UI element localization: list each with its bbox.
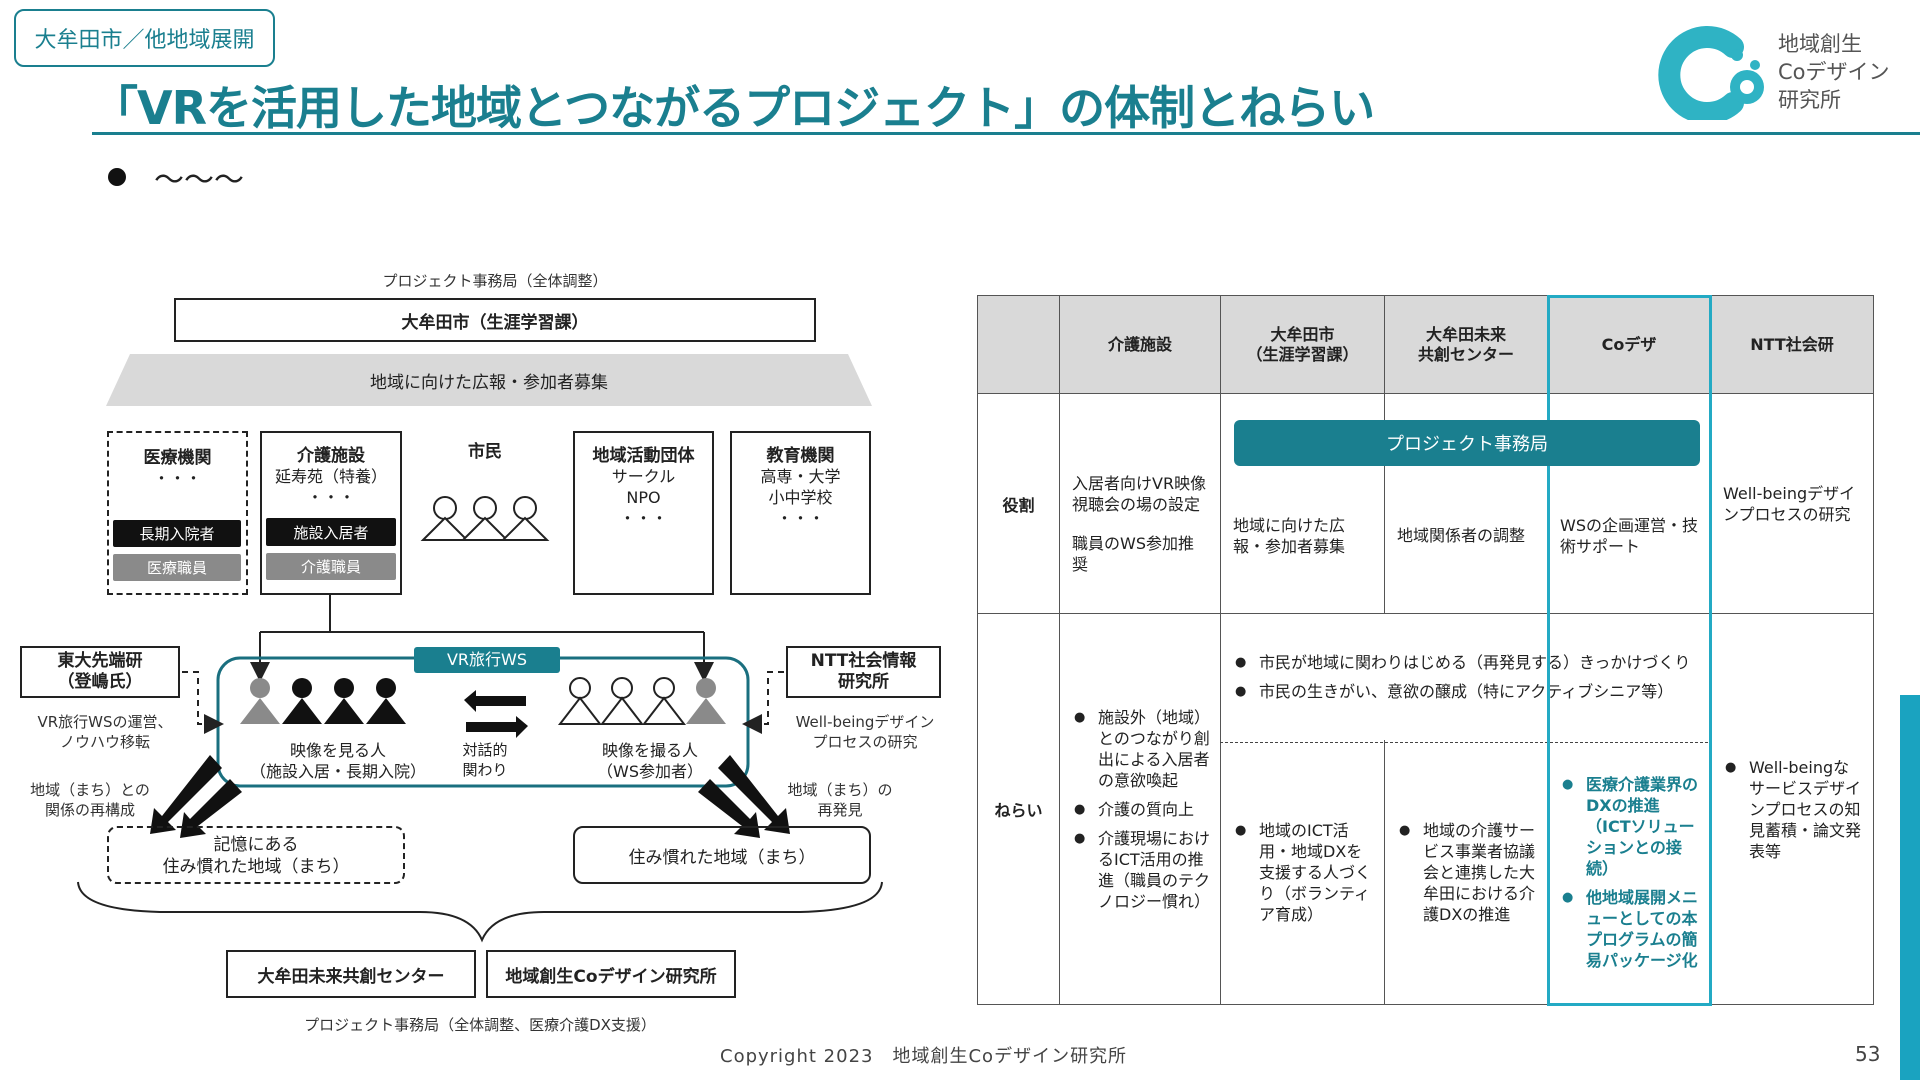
dialogue-label: 対話的 関わり bbox=[462, 741, 508, 779]
city-office-box: 大牟田市（生涯学習課） bbox=[174, 298, 816, 342]
table-row-aim: 地域のICT活用・地域DXを支援する人づくり（ボランティア育成） 地域の介護サー… bbox=[978, 740, 1874, 1006]
header-codesign: Coデザ bbox=[1547, 294, 1711, 395]
page-number: 53 bbox=[1855, 1042, 1881, 1066]
aim-kaigo-item: 施設外（地域）とのつながり創出による入居者の意欲喚起 bbox=[1074, 707, 1210, 791]
aim-center-item: 地域の介護サービス事業者協議会と連携した大牟田における介護DXの推進 bbox=[1399, 820, 1537, 925]
aim-kaigo-item: 介護の質向上 bbox=[1074, 799, 1210, 820]
org-citizens-title: 市民 bbox=[468, 442, 502, 462]
bullet-text: ～～～ bbox=[154, 163, 244, 198]
edge-accent-bar bbox=[1900, 695, 1920, 1080]
role-ntt: Well-beingデザインプロセスの研究 bbox=[1710, 393, 1874, 615]
copyright: Copyright 2023 地域創生Coデザイン研究所 bbox=[720, 1046, 1128, 1067]
aim-ntt-item: Well-beingなサービスデザインプロセスの知見蓄積・論文発表等 bbox=[1725, 757, 1863, 862]
banner-trapezoid bbox=[106, 354, 872, 406]
shooters-label: 映像を撮る人 （WS参加者） bbox=[597, 741, 703, 781]
aim-ntt: Well-beingなサービスデザインプロセスの知見蓄積・論文発表等 bbox=[1710, 613, 1874, 1005]
codesign-lab-box: 地域創生Coデザイン研究所 bbox=[486, 950, 736, 998]
relation-reconstruct-label: 地域（まち）との 関係の再構成 bbox=[30, 781, 150, 819]
header-center: 大牟田未来共創センター bbox=[1384, 294, 1548, 395]
pill-care-staff: 介護職員 bbox=[266, 553, 396, 580]
row-head-role: 役割 bbox=[977, 393, 1060, 615]
partner-utokyo-desc: VR旅行WSの運営、 ノウハウ移転 bbox=[37, 713, 173, 751]
header-kaigo: 介護施設 bbox=[1059, 294, 1221, 395]
aim-shared-item: 市民が地域に関わりはじめる（再発見する）きっかけづくり bbox=[1235, 652, 1700, 673]
aim-codesign: 医療介護業界のDXの推進（ICTソリューションとの接続） 他地域展開メニューとし… bbox=[1547, 740, 1711, 1006]
aim-city-item: 地域のICT活用・地域DXを支援する人づくり（ボランティア育成） bbox=[1235, 820, 1374, 925]
aim-divider bbox=[1220, 742, 1708, 743]
row-head-aim: ねらい bbox=[977, 613, 1060, 1005]
section-tag: 大牟田市／他地域展開 bbox=[14, 9, 275, 67]
partner-ntt-desc: Well-beingデザイン プロセスの研究 bbox=[795, 713, 935, 751]
banner-text: 地域に向けた広報・参加者募集 bbox=[370, 373, 608, 393]
rediscover-label: 地域（まち）の 再発見 bbox=[787, 781, 893, 819]
pill-medical-staff: 医療職員 bbox=[113, 554, 241, 581]
logo-text: 地域創生 Coデザイン 研究所 bbox=[1778, 32, 1890, 112]
pill-residents: 施設入居者 bbox=[266, 518, 396, 546]
header-empty bbox=[977, 294, 1060, 395]
table-row-role: 役割 入居者向けVR映像視聴会の場の設定 職員のWS参加推奨 地域に向けた広報・… bbox=[977, 393, 1874, 615]
codesign-logo-icon bbox=[1658, 26, 1764, 120]
familiar-area-box: 住み慣れた地域（まち） bbox=[573, 826, 871, 884]
table-header-row: 介護施設 大牟田市（生涯学習課） 大牟田未来共創センター Coデザ NTT社会研 bbox=[977, 294, 1874, 395]
aim-city: 地域のICT活用・地域DXを支援する人づくり（ボランティア育成） bbox=[1220, 740, 1385, 1006]
pill-long-term-patients: 長期入院者 bbox=[113, 520, 241, 547]
partner-ntt-box: NTT社会情報 研究所 bbox=[786, 646, 941, 698]
aim-codesign-item: 他地域展開メニューとしての本プログラムの簡易パッケージ化 bbox=[1562, 887, 1700, 971]
diagram-connectors bbox=[77, 595, 883, 943]
header-ntt: NTT社会研 bbox=[1710, 294, 1874, 395]
org-community: 地域活動団体 サークル NPO ・・・ bbox=[573, 431, 714, 595]
bullet-dot-icon bbox=[108, 168, 126, 186]
memory-area-box: 記憶にある 住み慣れた地域（まち） bbox=[107, 826, 405, 884]
aim-codesign-item: 医療介護業界のDXの推進（ICTソリューションとの接続） bbox=[1562, 774, 1700, 879]
header-city: 大牟田市（生涯学習課） bbox=[1220, 294, 1385, 395]
page-title: 「VRを活用した地域とつながるプロジェクト」の体制とねらい bbox=[92, 81, 1375, 135]
citizens-people-icon bbox=[420, 496, 550, 541]
aim-kaigo-item: 介護現場におけるICT活用の推進（職員のテクノロジー慣れ） bbox=[1074, 828, 1210, 912]
org-medical: 医療機関 ・・・ 長期入院者 医療職員 bbox=[107, 431, 248, 595]
project-office-bar: プロジェクト事務局 bbox=[1234, 420, 1700, 466]
future-center-box: 大牟田未来共創センター bbox=[226, 950, 476, 998]
org-education: 教育機関 高専・大学 小中学校 ・・・ bbox=[730, 431, 871, 595]
aim-kaigo: 施設外（地域）とのつながり創出による入居者の意欲喚起 介護の質向上 介護現場にお… bbox=[1059, 613, 1221, 1005]
table-row-aim-shared: ねらい 施設外（地域）とのつながり創出による入居者の意欲喚起 介護の質向上 介護… bbox=[977, 613, 1874, 1005]
roles-table: 介護施設 大牟田市（生涯学習課） 大牟田未来共創センター Coデザ NTT社会研… bbox=[977, 294, 1874, 1006]
watchers-label: 映像を見る人 （施設入居・長期入院） bbox=[249, 741, 426, 781]
top-caption: プロジェクト事務局（全体調整） bbox=[382, 272, 608, 290]
bullet-line: ～～～ bbox=[108, 155, 244, 199]
partner-utokyo-box: 東大先端研 （登嶋氏） bbox=[20, 646, 180, 698]
ws-label: VR旅行WS bbox=[414, 647, 560, 673]
aim-center: 地域の介護サービス事業者協議会と連携した大牟田における介護DXの推進 bbox=[1384, 740, 1548, 1006]
org-care: 介護施設 延寿苑（特養） ・・・ 施設入居者 介護職員 bbox=[260, 431, 402, 595]
bottom-caption: プロジェクト事務局（全体調整、医療介護DX支援） bbox=[304, 1016, 656, 1034]
aim-shared-item: 市民の生きがい、意欲の醸成（特にアクティブシニア等） bbox=[1235, 681, 1700, 702]
aim-shared: 市民が地域に関わりはじめる（再発見する）きっかけづくり 市民の生きがい、意欲の醸… bbox=[1220, 613, 1711, 741]
title-underline bbox=[92, 132, 1920, 135]
role-kaigo: 入居者向けVR映像視聴会の場の設定 職員のWS参加推奨 bbox=[1059, 393, 1221, 615]
